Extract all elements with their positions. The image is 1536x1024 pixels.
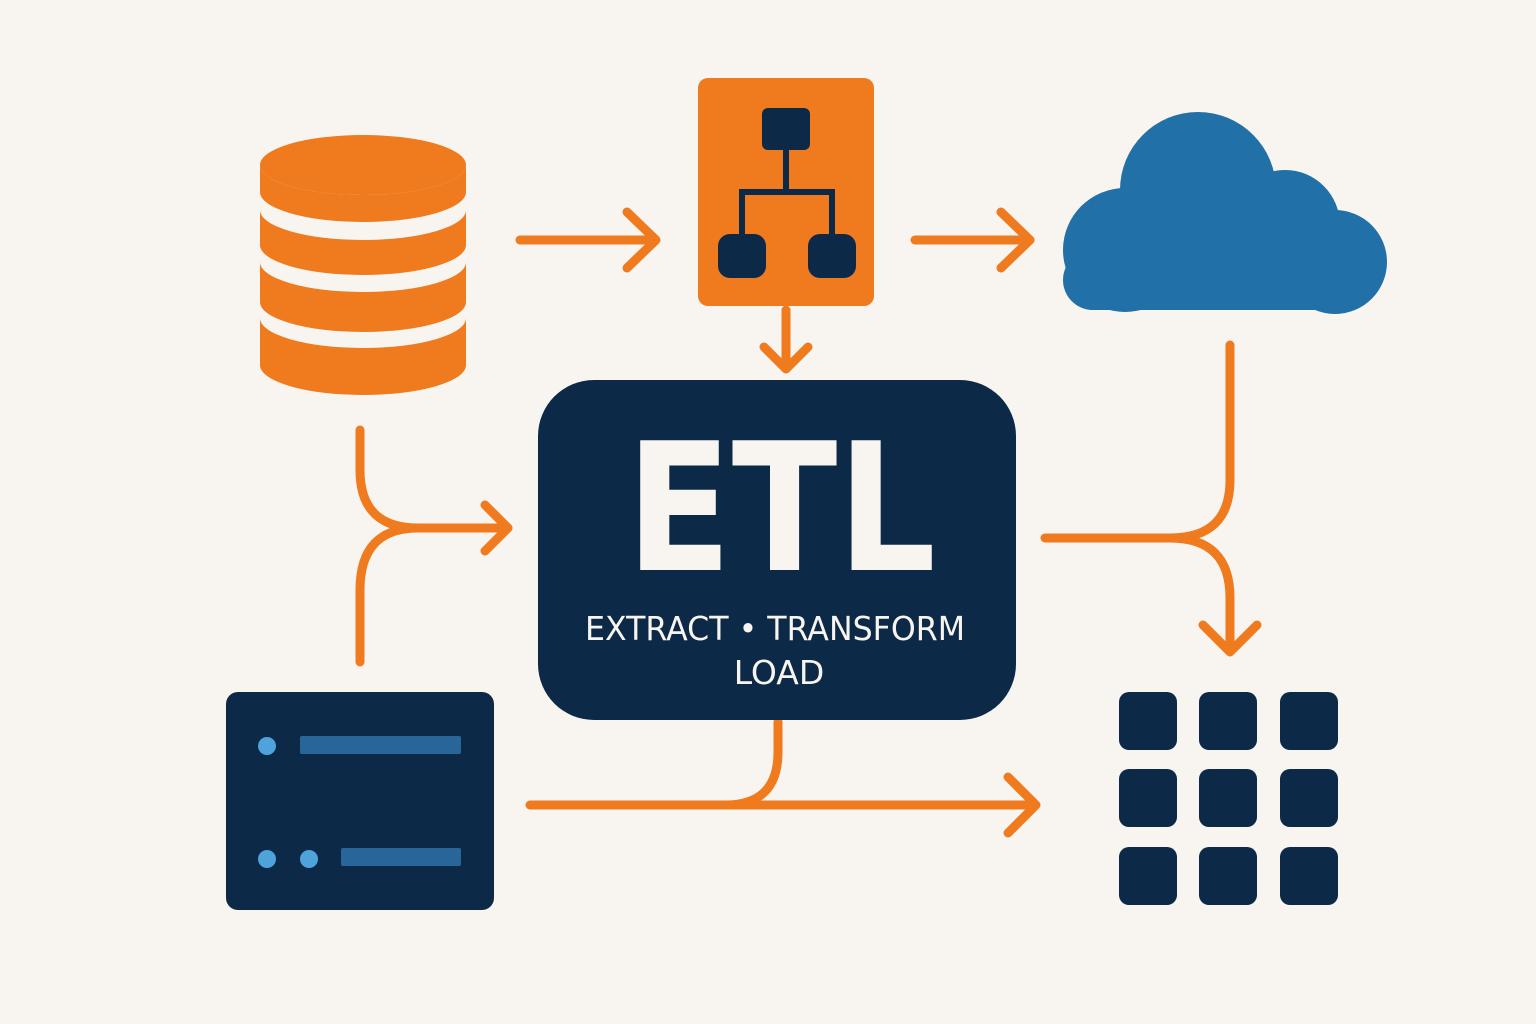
database-icon xyxy=(260,135,466,395)
arrow-database-to-hierarchy xyxy=(515,207,661,273)
etl-subtitle-line1: EXTRACT • TRANSFORM xyxy=(585,609,965,648)
arrow-sources-to-etl xyxy=(355,425,513,667)
etl-box: ETL EXTRACT • TRANSFORM LOAD xyxy=(538,380,1016,720)
arrow-hierarchy-to-etl xyxy=(759,305,813,374)
arrow-to-grid xyxy=(1040,340,1262,657)
hierarchy-icon xyxy=(698,78,874,306)
server-status-dot xyxy=(258,737,276,755)
arrow-bottom-to-grid xyxy=(525,717,1041,838)
connectors xyxy=(355,207,1262,838)
server-status-dot xyxy=(300,850,318,868)
etl-subtitle-line2: LOAD xyxy=(734,653,825,692)
arrow-hierarchy-to-cloud xyxy=(910,207,1035,273)
server-bar xyxy=(341,848,461,866)
server-bar xyxy=(300,736,461,754)
cloud-icon xyxy=(1063,112,1387,314)
server-status-dot xyxy=(258,850,276,868)
grid-icon xyxy=(1119,692,1338,905)
etl-title: ETL xyxy=(626,405,936,612)
server-icon xyxy=(226,692,494,910)
